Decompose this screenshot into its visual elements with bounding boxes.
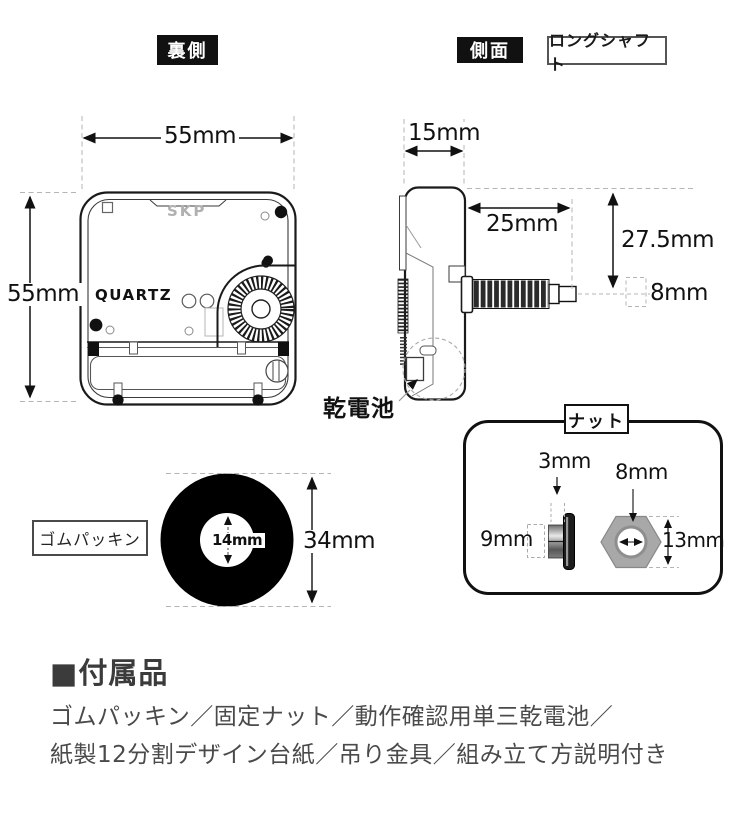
battery-spring (265, 359, 289, 383)
accessories-line-2: 紙製12分割デザイン台紙／吊り金具／組み立て方説明付き (50, 742, 668, 768)
pivot-dot (274, 205, 288, 219)
dim-nut-flange: 9mm (480, 527, 533, 551)
dim-packing-hole: 14mm (209, 533, 266, 548)
dim-body-width: 55mm (161, 125, 240, 148)
time-set-wheel (227, 275, 295, 343)
dim-shaft-tip: 8mm (650, 280, 708, 306)
battery-outline-dashed (402, 337, 466, 401)
dim-depth: 15mm (405, 122, 484, 145)
nut-front-view (600, 515, 662, 569)
side-view-drawing (397, 186, 577, 402)
tag-long-shaft: ロングシャフト (547, 31, 667, 74)
battery-compartment (87, 341, 289, 406)
battery-arrow (406, 379, 418, 390)
nut-side-view (548, 513, 575, 570)
nut-panel-drawing (463, 420, 723, 595)
dim-packing-outer: 34mm (300, 530, 379, 553)
dim-shaft-total: 27.5mm (621, 227, 715, 253)
dim-body-height: 55mm (4, 283, 83, 306)
dim-nut-hole: 8mm (615, 460, 668, 484)
accessories-line-1: ゴムパッキン／固定ナット／動作確認用単三乾電池／ (50, 704, 614, 730)
battery-label: 乾電池 (323, 396, 395, 422)
dim-nut-thickness: 3mm (538, 449, 591, 473)
tag-nut: ナット (564, 404, 629, 434)
quartz-text: QUARTZ (95, 286, 173, 304)
long-shaft (460, 275, 577, 314)
tag-rubber-packing: ゴムパッキン (32, 520, 148, 556)
dim-shaft-thread: 25mm (486, 211, 559, 237)
dim-nut-width: 13mm (662, 528, 725, 552)
back-view-drawing (79, 191, 297, 406)
brand-text: SKP (167, 202, 207, 220)
side-view-dimensions (403, 119, 696, 307)
accessories-heading: ■付属品 (50, 656, 169, 690)
screw-hole-square (101, 201, 114, 214)
tag-back-view: 裏側 (157, 35, 218, 65)
tag-side-view: 側面 (457, 37, 523, 63)
